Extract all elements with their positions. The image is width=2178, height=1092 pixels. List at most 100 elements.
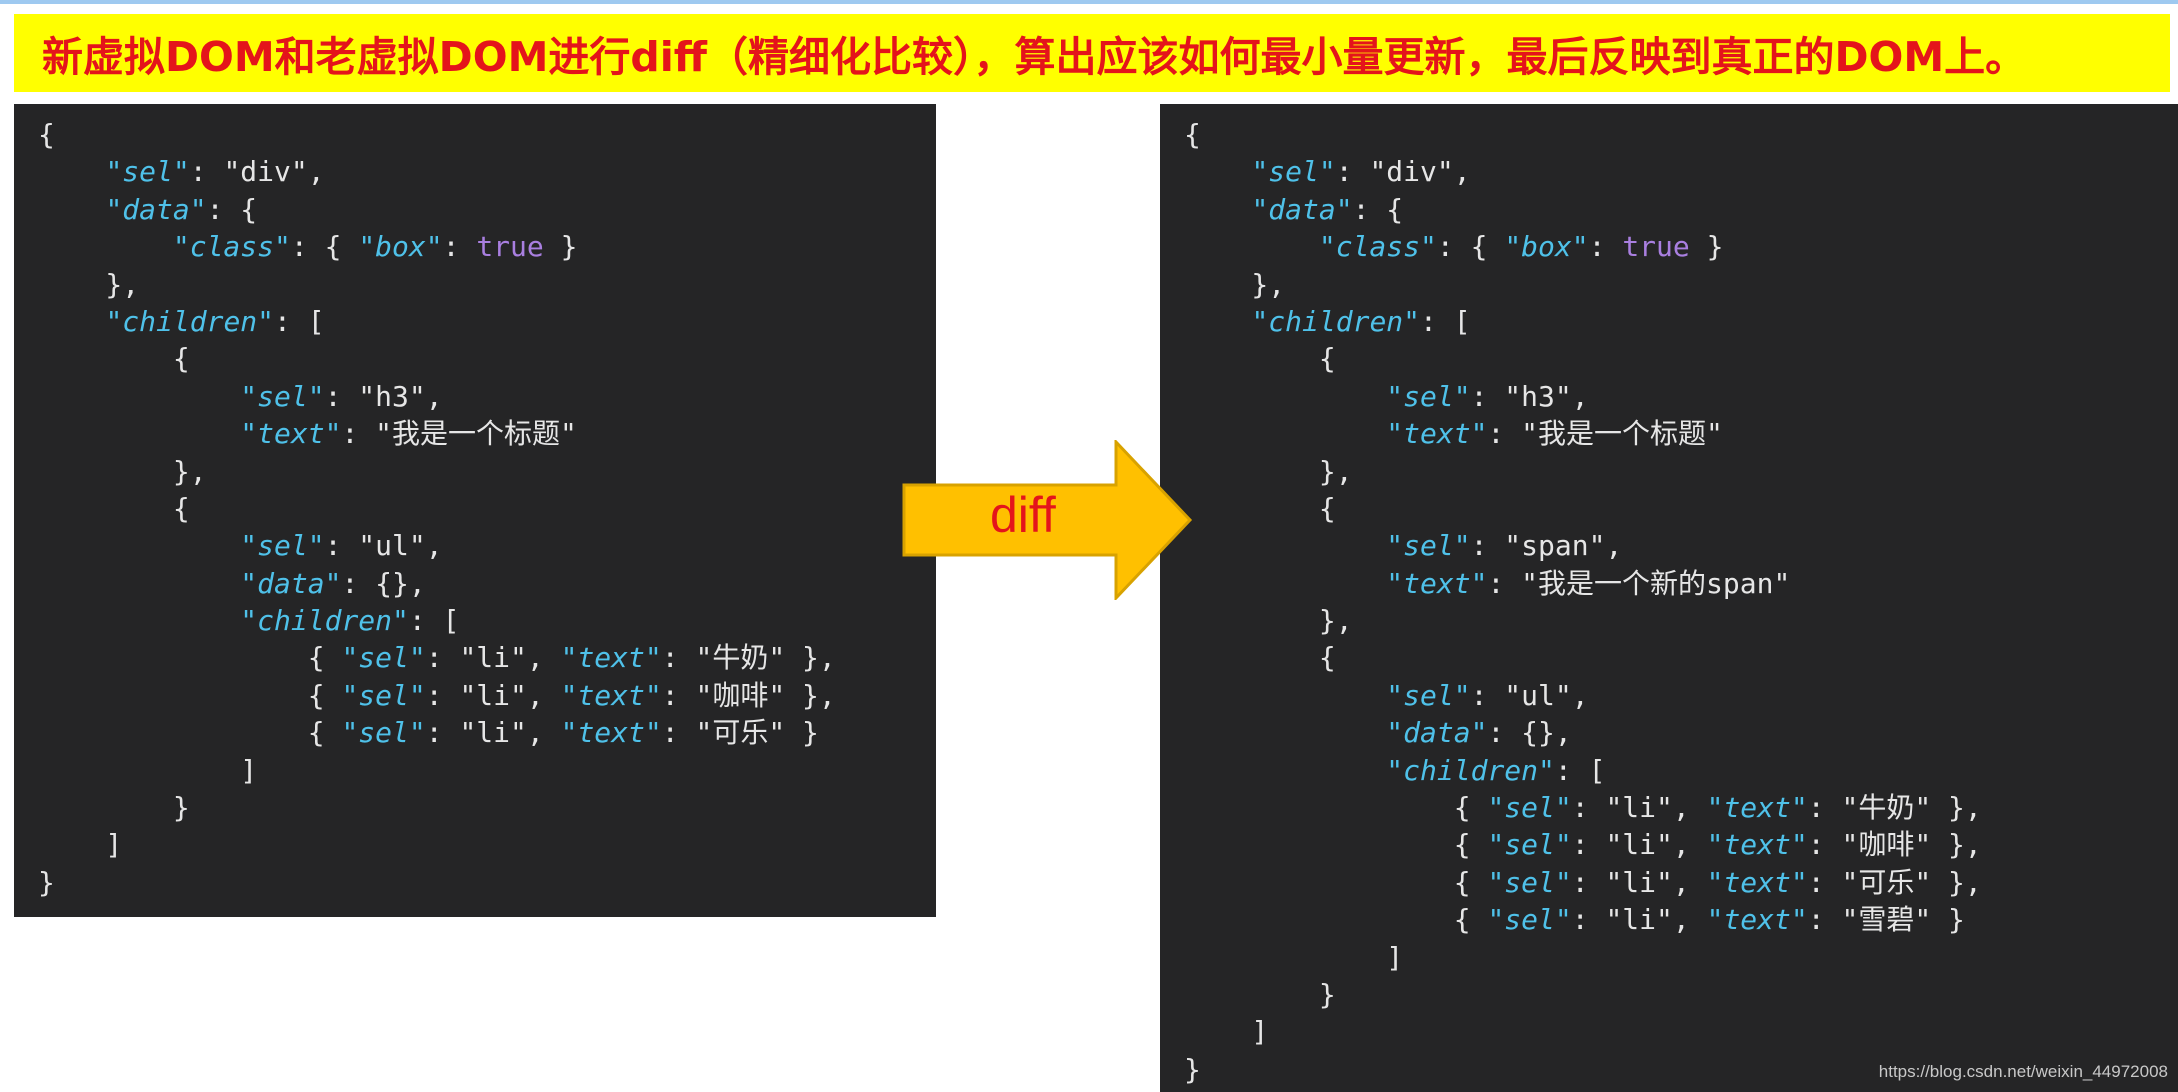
json-key: "children" — [240, 604, 409, 638]
json-key: "sel" — [341, 641, 426, 675]
json-text: } — [38, 791, 190, 825]
json-text — [1184, 380, 1386, 413]
json-key: "data" — [1251, 192, 1353, 226]
code-line: "class": { "box": true } — [38, 228, 836, 265]
json-text — [1184, 193, 1251, 226]
json-text: : "h3", — [324, 379, 443, 413]
json-key: "sel" — [105, 155, 190, 189]
json-text: }, — [38, 454, 207, 488]
code-line: "data": { — [1184, 191, 1982, 228]
json-text: ] — [38, 753, 258, 787]
code-line: "children": [ — [38, 303, 836, 340]
json-text: : "可乐" }, — [1807, 865, 1982, 899]
json-text: : "ul", — [324, 529, 443, 563]
json-text — [38, 604, 240, 637]
json-text: : {}, — [1487, 716, 1572, 750]
code-line: ] — [38, 752, 836, 789]
json-text: : "li", — [425, 641, 561, 675]
json-key: "sel" — [1386, 379, 1471, 413]
json-key: "box" — [1504, 230, 1589, 264]
json-key: "children" — [1386, 753, 1555, 787]
code-line: "sel": "div", — [38, 153, 836, 190]
json-key: "class" — [1318, 230, 1437, 264]
new-vnode-panel: { "sel" : "div", "data": { "class": { "bo… — [1160, 104, 2178, 1092]
json-key: "data" — [105, 192, 207, 226]
json-text: : "牛奶" }, — [1807, 791, 1982, 825]
json-text: : "li", — [425, 678, 561, 712]
code-line: { "sel": "li", "text": "可乐" } — [38, 714, 836, 751]
code-line: ] — [38, 826, 836, 863]
code-line: "children": [ — [38, 602, 836, 639]
code-line: }, — [38, 453, 836, 490]
json-text: { — [38, 641, 342, 675]
json-text: : [ — [408, 604, 460, 638]
json-key: "text" — [560, 678, 662, 712]
json-key: "children" — [105, 304, 275, 338]
json-text: } — [543, 230, 578, 264]
json-key: "text" — [560, 716, 662, 750]
json-text: : {}, — [341, 566, 426, 600]
code-line: "text": "我是一个标题" — [38, 415, 836, 452]
code-line: "sel": "h3", — [1184, 378, 1982, 415]
code-line: }, — [1184, 266, 1982, 303]
json-text: : "雪碧" } — [1807, 903, 1965, 937]
json-text: { — [38, 716, 342, 750]
json-text: : "div", — [189, 155, 325, 189]
json-text: { — [1184, 865, 1488, 899]
json-text — [1184, 567, 1386, 600]
title-banner: 新虚拟DOM和老虚拟DOM进行diff（精细化比较），算出应该如何最小量更新，最… — [14, 14, 2170, 92]
new-vnode-code: { "sel" : "div", "data": { "class": { "bo… — [1184, 116, 1982, 1088]
old-vnode-code: { "sel": "div", "data": { "class": { "bo… — [38, 116, 836, 901]
json-text: }, — [1184, 604, 1353, 638]
json-text: : "咖啡" }, — [661, 678, 836, 712]
json-key: "sel" — [1487, 865, 1572, 899]
json-key: "data" — [240, 566, 342, 600]
code-line: "sel": "ul", — [38, 527, 836, 564]
json-text: { — [38, 491, 190, 525]
code-line: }, — [1184, 602, 1982, 639]
json-text — [1184, 155, 1251, 188]
json-text: : [ — [274, 304, 325, 338]
code-line: } — [1184, 1051, 1982, 1088]
json-key: "sel" — [341, 716, 426, 750]
json-text: : "li", — [1571, 865, 1707, 899]
json-text: ] — [1184, 1015, 1269, 1049]
code-line: "data": {}, — [1184, 714, 1982, 751]
code-line: { — [38, 340, 836, 377]
top-border-line — [0, 0, 2178, 4]
watermark: https://blog.csdn.net/weixin_44972008 — [1878, 1062, 2168, 1081]
code-line: { "sel": "li", "text": "可乐" }, — [1184, 864, 1982, 901]
json-text: : "span", — [1470, 529, 1623, 563]
code-line: "class": { "box": true } — [1184, 228, 1982, 265]
code-line: { "sel": "li", "text": "牛奶" }, — [38, 639, 836, 676]
json-text — [1184, 679, 1386, 712]
old-vnode-panel: { "sel": "div", "data": { "class": { "bo… — [14, 104, 936, 917]
json-key: "text" — [1386, 566, 1488, 600]
banner-title: 新虚拟DOM和老虚拟DOM进行diff（精细化比较），算出应该如何最小量更新，最… — [42, 33, 2027, 81]
json-text: { — [1184, 641, 1336, 675]
code-line: { "sel": "li", "text": "咖啡" }, — [1184, 826, 1982, 863]
json-text — [1184, 305, 1251, 338]
code-line: { — [38, 116, 836, 153]
json-key: "sel" — [1386, 678, 1471, 712]
json-text: { — [1184, 903, 1488, 937]
json-text: : { — [290, 230, 359, 264]
json-text — [38, 193, 105, 226]
json-key: "text" — [1706, 903, 1808, 937]
json-text: } — [38, 865, 55, 899]
code-line: { — [1184, 639, 1982, 676]
json-key: "text" — [1386, 417, 1488, 451]
json-text: : "li", — [1571, 903, 1707, 937]
json-text: : [ — [1554, 753, 1606, 787]
json-key: "sel" — [1487, 791, 1572, 825]
json-text: { — [1184, 491, 1336, 525]
code-line: "children": [ — [1184, 303, 1982, 340]
json-text: { — [38, 342, 190, 376]
json-text: : "div", — [1335, 155, 1471, 189]
json-text: : "牛奶" }, — [661, 641, 836, 675]
json-text: : "li", — [425, 716, 561, 750]
json-key: "text" — [240, 417, 342, 451]
json-text: { — [38, 118, 55, 151]
diff-label: diff — [990, 487, 1056, 543]
code-line: { "sel": "li", "text": "雪碧" } — [1184, 901, 1982, 938]
